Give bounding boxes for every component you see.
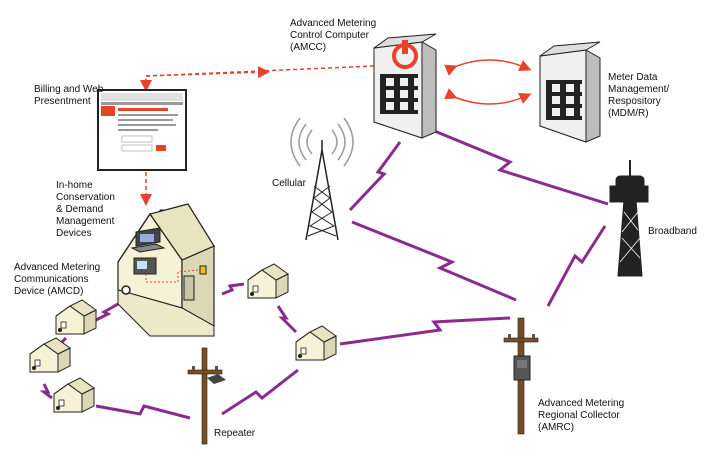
label-amrc: Advanced Metering Regional Collector (AM…	[538, 398, 627, 433]
flow-amcc-mdm-top	[444, 59, 532, 76]
label-amcc: Advanced Metering Control Computer (AMCC…	[290, 18, 379, 53]
flow-amcc-mdm-bottom	[444, 88, 532, 105]
mdm-server	[539, 41, 601, 143]
house-east	[247, 263, 289, 299]
link-main-to-west-house	[91, 302, 119, 324]
amcc-server	[373, 33, 437, 139]
power-logo-icon	[392, 40, 418, 69]
laptop-icon	[130, 227, 166, 253]
label-cellular: Cellular	[272, 178, 307, 189]
label-broadband: Broadband	[648, 226, 697, 237]
signal-waves-icon	[290, 117, 354, 167]
repeater-device-icon	[207, 374, 226, 384]
house-west	[55, 299, 97, 335]
link-amcc-to-cellular	[348, 141, 402, 212]
link-house-to-amrc	[339, 316, 511, 346]
link-east-to-lower-house	[276, 305, 298, 334]
link-broadband-to-amrc	[546, 225, 607, 307]
amrc-pole	[503, 317, 539, 435]
smart-meter-icon	[121, 285, 131, 295]
label-amcd: Advanced Metering Communications Device …	[14, 262, 103, 297]
main-house	[117, 203, 215, 337]
data-flow-arrows	[140, 59, 532, 206]
link-house-to-repeater	[221, 368, 299, 416]
collector-box-icon	[513, 355, 531, 381]
label-repeater: Repeater	[214, 428, 256, 439]
link-left-to-bottom-house	[39, 383, 53, 400]
flow-amcc-to-billing	[140, 65, 375, 92]
house-center	[295, 325, 337, 361]
house-left	[29, 337, 71, 373]
broadband-tower	[609, 160, 649, 277]
link-repeater-to-house	[95, 404, 191, 420]
billing-screen	[97, 89, 187, 171]
thermostat-icon	[133, 257, 157, 275]
label-billing: Billing and Web Presentment	[34, 84, 106, 107]
link-amcc-to-broadband	[431, 128, 609, 206]
link-main-to-east-house	[221, 282, 245, 296]
label-inhome: In-home Conservation & Demand Management…	[56, 180, 118, 239]
house-bottom	[53, 377, 95, 413]
repeater-pole	[187, 347, 226, 445]
cellular-tower	[290, 117, 354, 241]
link-cellular-to-amrc	[351, 220, 517, 302]
label-mdm: Meter Data Management/ Respository (MDM/…	[608, 72, 672, 119]
